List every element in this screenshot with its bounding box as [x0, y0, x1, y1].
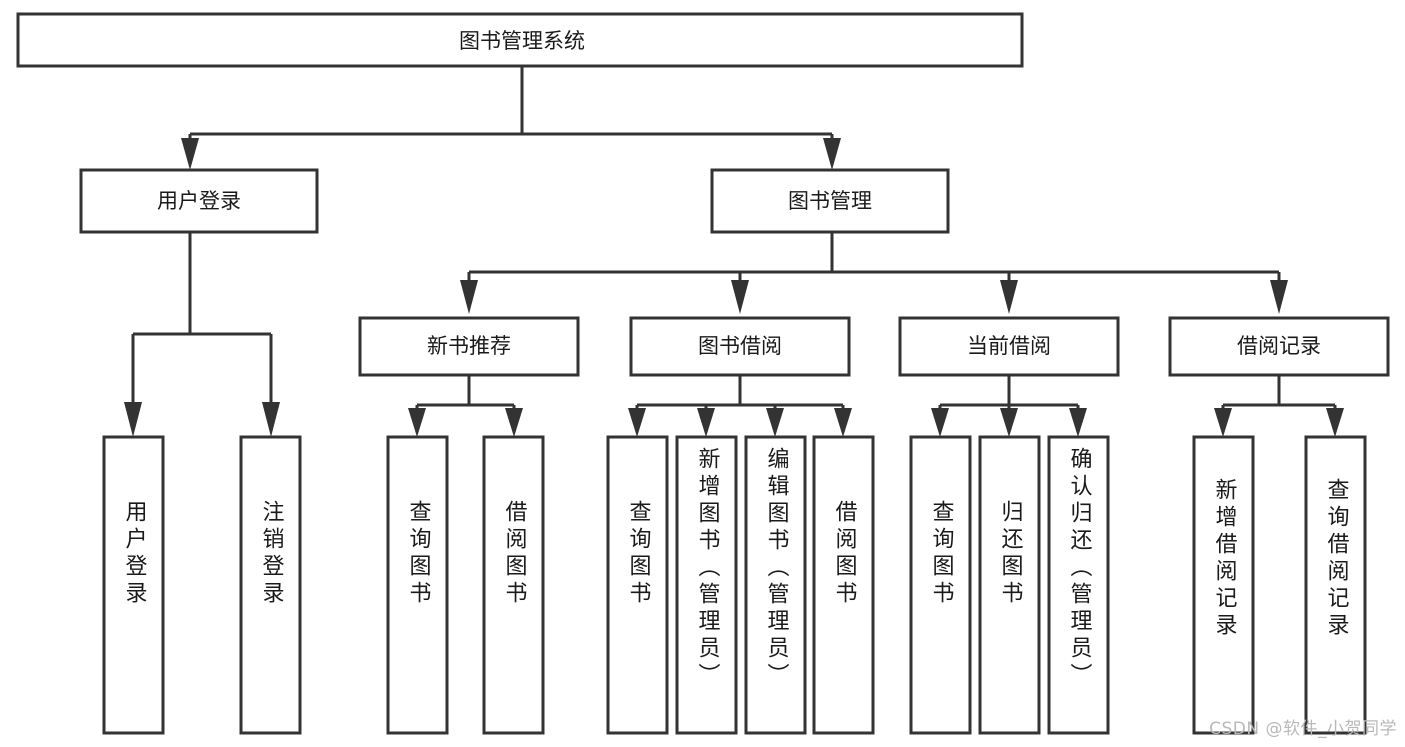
arrow-head-leaf-1: [124, 402, 142, 437]
arrow-head-leaf-3: [408, 408, 426, 437]
node-current-borrow-label: 当前借阅: [967, 334, 1051, 358]
arrow-head-leaf-12: [1214, 408, 1232, 437]
arrow-head-to-book-borrow: [731, 280, 749, 314]
node-root-box[interactable]: [16, 12, 1024, 68]
arrow-head-to-borrow-record: [1270, 280, 1288, 314]
arrow-head-to-book-mgmt: [823, 138, 841, 170]
leaf-box-7[interactable]: [744, 435, 807, 735]
connectors-currentborrow-to-leaves: [931, 375, 1087, 437]
arrow-head-leaf-8: [834, 408, 852, 437]
arrow-head-leaf-2: [262, 402, 280, 437]
connectors-root-to-level2: [181, 66, 841, 170]
node-current-borrow[interactable]: 当前借阅: [898, 316, 1120, 377]
node-root-label: 图书管理系统: [459, 29, 585, 53]
arrow-head-to-user-login: [181, 138, 199, 170]
leaf-box-12[interactable]: [1192, 435, 1255, 735]
connectors-user-login-to-leaves: [124, 232, 280, 437]
node-book-management[interactable]: 图书管理: [710, 168, 950, 234]
arrow-head-leaf-6: [697, 408, 715, 437]
node-borrow-record-label: 借阅记录: [1237, 334, 1321, 358]
leaf-box-13[interactable]: [1304, 435, 1367, 735]
arrow-head-leaf-11: [1069, 408, 1087, 437]
node-borrow-record[interactable]: 借阅记录: [1168, 316, 1390, 377]
node-book-management-label: 图书管理: [788, 189, 872, 213]
arrow-head-leaf-4: [505, 408, 523, 437]
arrow-head-leaf-9: [931, 408, 949, 437]
csdn-watermark: CSDN @软件_小贺同学: [1209, 719, 1397, 739]
node-current-borrow-box[interactable]: [898, 316, 1120, 377]
node-borrow-record-box[interactable]: [1168, 316, 1390, 377]
leaf-box-11[interactable]: [1047, 435, 1110, 735]
node-new-book-recommend[interactable]: 新书推荐: [358, 316, 580, 377]
leaf-box-9[interactable]: [909, 435, 972, 735]
leaf-box-3[interactable]: [386, 435, 449, 735]
connectors-book-mgmt-to-level3: [460, 232, 1288, 314]
leaf-boxes: [102, 435, 1367, 735]
node-user-login-box[interactable]: [79, 168, 319, 234]
node-user-login[interactable]: 用户登录: [79, 168, 319, 234]
connectors-bookborrow-to-leaves: [628, 375, 852, 437]
leaf-box-2[interactable]: [239, 435, 302, 735]
arrow-head-leaf-7: [766, 408, 784, 437]
leaf-box-10[interactable]: [978, 435, 1041, 735]
node-new-book-recommend-box[interactable]: [358, 316, 580, 377]
arrow-head-leaf-13: [1326, 408, 1344, 437]
node-root[interactable]: 图书管理系统: [16, 12, 1024, 68]
leaf-box-8[interactable]: [812, 435, 875, 735]
arrow-head-to-new-book-rec: [460, 280, 478, 314]
arrow-head-leaf-10: [1000, 408, 1018, 437]
node-book-borrow[interactable]: 图书借阅: [629, 316, 851, 377]
arrow-head-to-current-borrow: [1000, 280, 1018, 314]
leaf-box-4[interactable]: [482, 435, 545, 735]
connectors-newbook-to-leaves: [408, 375, 523, 437]
leaf-box-1[interactable]: [102, 435, 165, 735]
leaf-box-6[interactable]: [675, 435, 738, 735]
arrow-head-leaf-5: [628, 408, 646, 437]
leaf-box-5[interactable]: [606, 435, 669, 735]
node-book-borrow-label: 图书借阅: [698, 334, 782, 358]
node-book-management-box[interactable]: [710, 168, 950, 234]
connectors-borrowrecord-to-leaves: [1214, 375, 1344, 437]
node-new-book-recommend-label: 新书推荐: [427, 334, 511, 358]
node-book-borrow-box[interactable]: [629, 316, 851, 377]
node-user-login-label: 用户登录: [157, 189, 241, 213]
